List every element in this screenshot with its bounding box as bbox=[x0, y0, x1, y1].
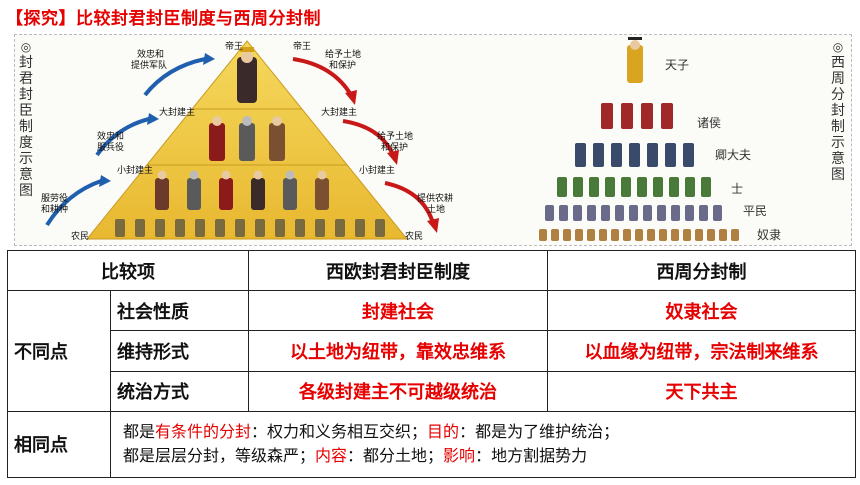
downward-arrows bbox=[292, 57, 435, 224]
same-row: 相同点 都是有条件的分封：权力和义务相互交织；目的：都是为了维护统治； 都是层层… bbox=[7, 410, 856, 479]
feudal-illustration: ◎ 封 君 封 臣 制 度 示 意 图 bbox=[14, 34, 852, 246]
table-row: 不同点 社会性质 封建社会 奴隶社会 bbox=[7, 290, 856, 412]
same-content: 都是有条件的分封：权力和义务相互交织；目的：都是为了维护统治； 都是层层分封，等… bbox=[110, 410, 856, 479]
page-title: 【探究】比较封君封臣制度与西周分封制 bbox=[6, 9, 321, 29]
small-lord-label-right: 小封建主 bbox=[359, 164, 395, 176]
header-item: 比较项 bbox=[7, 249, 249, 292]
row-zhou: 天下共主 bbox=[547, 370, 856, 412]
level-tianzi: 天子 bbox=[665, 58, 689, 72]
header-zhou: 西周分封制 bbox=[547, 249, 856, 292]
header-west: 西欧封君封臣制度 bbox=[248, 249, 548, 292]
zhou-hierarchy-diagram: 天子 诸侯 卿大夫 士 平民 奴隶 bbox=[539, 37, 781, 242]
give-land-label-2b: 和保护 bbox=[381, 141, 408, 153]
big-lord-label-left: 大封建主 bbox=[159, 106, 195, 118]
loyal-army-label-1: 效忠和 bbox=[137, 48, 164, 60]
small-lord-label-left: 小封建主 bbox=[117, 164, 153, 176]
qingdafu-figures bbox=[575, 143, 694, 167]
comparison-table: 比较项 西欧封君封臣制度 西周分封制 不同点 社会性质 封建社会 奴隶社会 维持… bbox=[7, 249, 856, 479]
row-item: 维持形式 bbox=[110, 330, 249, 372]
level-pingmin: 平民 bbox=[743, 204, 767, 218]
zhuhou-figures bbox=[601, 103, 673, 129]
row-west: 以土地为纽带，靠效忠维系 bbox=[248, 330, 548, 372]
loyal-service-label-2: 服兵役 bbox=[97, 141, 124, 153]
labor-farm-label-2: 和耕种 bbox=[41, 203, 68, 215]
same-label: 相同点 bbox=[7, 410, 111, 479]
give-land-label-1b: 和保护 bbox=[329, 59, 356, 71]
labor-farm-label-1: 服劳役 bbox=[41, 192, 68, 204]
row-west: 封建社会 bbox=[248, 290, 548, 332]
big-lord-figures bbox=[209, 116, 285, 161]
left-caption: ◎ 封 君 封 臣 制 度 示 意 图 bbox=[19, 40, 33, 199]
small-lord-figures bbox=[155, 170, 329, 210]
level-qingdafu: 卿大夫 bbox=[715, 148, 751, 162]
feudal-pyramid-diagram: 帝王 帝王 效忠和 提供军队 给予土地 和保护 大封建主 大封建主 效忠和 服兵… bbox=[41, 40, 453, 242]
row-item: 统治方式 bbox=[110, 370, 249, 412]
level-shi: 士 bbox=[731, 182, 743, 196]
loyal-army-label-2: 提供军队 bbox=[131, 59, 167, 71]
give-land-label-2a: 给予土地 bbox=[377, 130, 413, 142]
loyal-service-label-1: 效忠和 bbox=[97, 130, 124, 142]
peasant-label-right: 农民 bbox=[405, 230, 423, 242]
right-caption: ◎ 西 周 分 封 制 示 意 图 bbox=[831, 40, 845, 183]
provide-land-label-2: 土地 bbox=[427, 203, 445, 215]
row-item: 社会性质 bbox=[110, 290, 249, 332]
nuli-figures bbox=[539, 229, 739, 241]
row-zhou: 奴隶社会 bbox=[547, 290, 856, 332]
row-zhou: 以血缘为纽带，宗法制来维系 bbox=[547, 330, 856, 372]
give-land-label-1a: 给予土地 bbox=[325, 48, 361, 60]
upward-arrows bbox=[45, 57, 206, 227]
table-header-row: 比较项 西欧封君封臣制度 西周分封制 bbox=[7, 249, 856, 292]
shi-figures bbox=[557, 177, 711, 197]
king-label-right: 帝王 bbox=[293, 40, 311, 52]
same-line-1: 都是有条件的分封：权力和义务相互交织；目的：都是为了维护统治； bbox=[123, 422, 620, 442]
table-row: 维持形式 以土地为纽带，靠效忠维系 以血缘为纽带，宗法制来维系 bbox=[8, 330, 856, 372]
level-zhuhou: 诸侯 bbox=[697, 116, 721, 130]
peasant-label-left: 农民 bbox=[71, 230, 89, 242]
provide-land-label-1: 提供农耕 bbox=[417, 192, 453, 204]
king-label-left: 帝王 bbox=[225, 40, 243, 52]
row-west: 各级封建主不可越级统治 bbox=[248, 370, 548, 412]
tianzi-figure bbox=[627, 37, 643, 83]
peasant-figures bbox=[115, 219, 385, 237]
same-line-2: 都是层层分封，等级森严；内容：都分土地；影响：地方割据势力 bbox=[123, 446, 588, 466]
table-row: 统治方式 各级封建主不可越级统治 天下共主 bbox=[8, 370, 856, 412]
level-nuli: 奴隶 bbox=[757, 228, 781, 242]
big-lord-label-right: 大封建主 bbox=[321, 106, 357, 118]
pingmin-figures bbox=[545, 205, 722, 221]
diff-label: 不同点 bbox=[7, 290, 111, 412]
king-figure bbox=[237, 47, 257, 103]
